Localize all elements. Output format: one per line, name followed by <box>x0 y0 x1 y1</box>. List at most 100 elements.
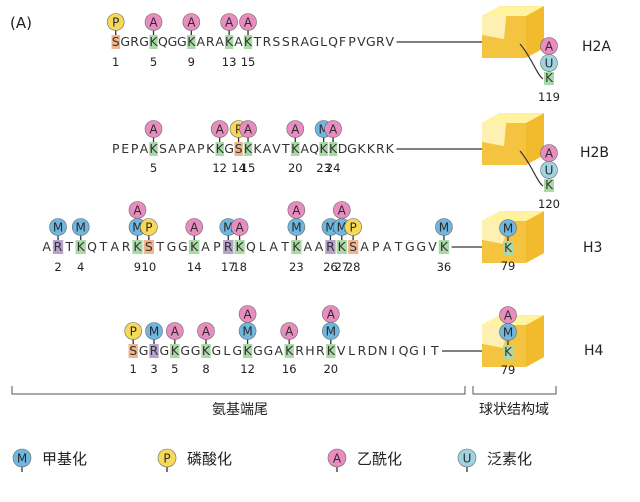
legend-ubiquitination-badge <box>457 448 477 468</box>
residue-highlight <box>149 35 158 49</box>
residue-acetylation-symbol: A <box>133 203 142 217</box>
residue-letter: A <box>300 34 309 49</box>
residue-highlight <box>201 344 211 358</box>
residue-letter: R <box>206 34 215 49</box>
residue-letter: K <box>440 239 449 254</box>
residue-letter: K <box>386 141 395 156</box>
residue-number: 18 <box>232 260 247 274</box>
residue-acetylation-symbol: A <box>285 324 294 338</box>
residue-letter: R <box>54 239 63 254</box>
residue-letter: F <box>339 34 346 49</box>
residue-number: 36 <box>437 260 452 274</box>
residue-number: 16 <box>282 362 297 376</box>
residue-letter: A <box>263 141 272 156</box>
residue-methylation-badge <box>321 322 340 340</box>
residue-acetylation-badge <box>220 13 238 31</box>
c-terminal-acetylation-symbol: A <box>545 146 554 160</box>
residue-letter: A <box>110 239 119 254</box>
residue-highlight <box>223 240 234 254</box>
residue-letter: G <box>177 34 187 49</box>
c-terminal-residue: K <box>545 178 554 192</box>
residue-letter: Q <box>87 239 97 254</box>
c-terminal-tail <box>519 43 544 80</box>
residue-letter: K <box>320 141 329 156</box>
residue-letter: K <box>327 343 336 358</box>
residue-letter: S <box>112 34 120 49</box>
residue-letter: A <box>196 34 205 49</box>
residue-methylation-symbol: M <box>325 220 335 234</box>
globular-domain-H2A-top <box>482 6 544 16</box>
residue-number: 12 <box>212 161 227 175</box>
residue-acetylation-symbol: A <box>244 122 253 136</box>
residue-letter: A <box>140 141 149 156</box>
residue-highlight <box>291 240 302 254</box>
residue-highlight <box>143 240 154 254</box>
residue-acetylation-badge <box>280 322 299 340</box>
residue-highlight <box>111 35 120 49</box>
residue-highlight <box>224 35 234 49</box>
residue-phosphorylation-symbol: P <box>350 220 357 234</box>
residue-letter: V <box>272 141 281 156</box>
residue-letter: K <box>244 141 253 156</box>
residue-letter: K <box>187 34 196 49</box>
residue-letter: R <box>376 34 385 49</box>
residue-letter: P <box>112 141 120 156</box>
residue-letter: K <box>285 343 294 358</box>
residue-letter: S <box>129 343 137 358</box>
residue-acetylation-symbol: A <box>190 220 199 234</box>
globular-methylation-badge <box>499 323 517 341</box>
residue-number: 5 <box>150 55 157 69</box>
residue-highlight <box>128 344 138 358</box>
residue-number: 15 <box>241 55 256 69</box>
globular-domain-H4-side <box>482 315 544 367</box>
residue-letter: V <box>357 34 366 49</box>
residue-letter: R <box>130 34 139 49</box>
residue-letter: G <box>168 34 178 49</box>
residue-methylation-symbol: M <box>76 220 86 234</box>
legend-phosphorylation-badge <box>157 448 177 468</box>
residue-letter: A <box>201 239 210 254</box>
residue-letter: E <box>121 141 129 156</box>
residue-number: 14 <box>231 161 246 175</box>
residue-letter: V <box>337 343 346 358</box>
residue-letter: A <box>269 239 278 254</box>
globular-residue-number: 79 <box>501 363 516 377</box>
residue-highlight <box>52 240 64 254</box>
residue-number: 15 <box>241 161 256 175</box>
residue-highlight <box>319 142 328 156</box>
residue-letter: S <box>272 34 280 49</box>
c-terminal-residue-number: 120 <box>538 197 560 211</box>
globular-domain-H3-top <box>482 211 544 221</box>
residue-number: 9 <box>188 55 195 69</box>
residue-letter: G <box>405 239 415 254</box>
residue-letter: G <box>139 34 149 49</box>
residue-letter: Q <box>399 343 409 358</box>
residue-letter: K <box>216 141 225 156</box>
residue-letter: G <box>253 343 263 358</box>
legend-label: 乙酰化 <box>357 450 402 468</box>
residue-phosphorylation-badge <box>344 218 362 236</box>
residue-highlight <box>75 240 86 254</box>
residue-letter: D <box>338 141 348 156</box>
residue-phosphorylation-symbol: P <box>112 15 119 29</box>
residue-number: 23 <box>316 161 331 175</box>
c-terminal-ubiquitination-symbol: U <box>545 163 554 177</box>
residue-letter: R <box>291 34 300 49</box>
residue-letter: A <box>383 239 392 254</box>
residue-letter: R <box>376 141 385 156</box>
residue-letter: A <box>275 343 284 358</box>
residue-number: 1 <box>130 362 137 376</box>
globular-acetylation-symbol: A <box>504 308 513 322</box>
residue-letter: N <box>378 343 387 358</box>
residue-phosphorylation-badge <box>124 322 142 340</box>
residue-number: 9 <box>134 260 141 274</box>
residue-phosphorylation-badge <box>140 218 158 236</box>
residue-methylation-badge <box>49 218 67 236</box>
residue-number: 14 <box>187 260 202 274</box>
residue-letter: K <box>253 141 262 156</box>
